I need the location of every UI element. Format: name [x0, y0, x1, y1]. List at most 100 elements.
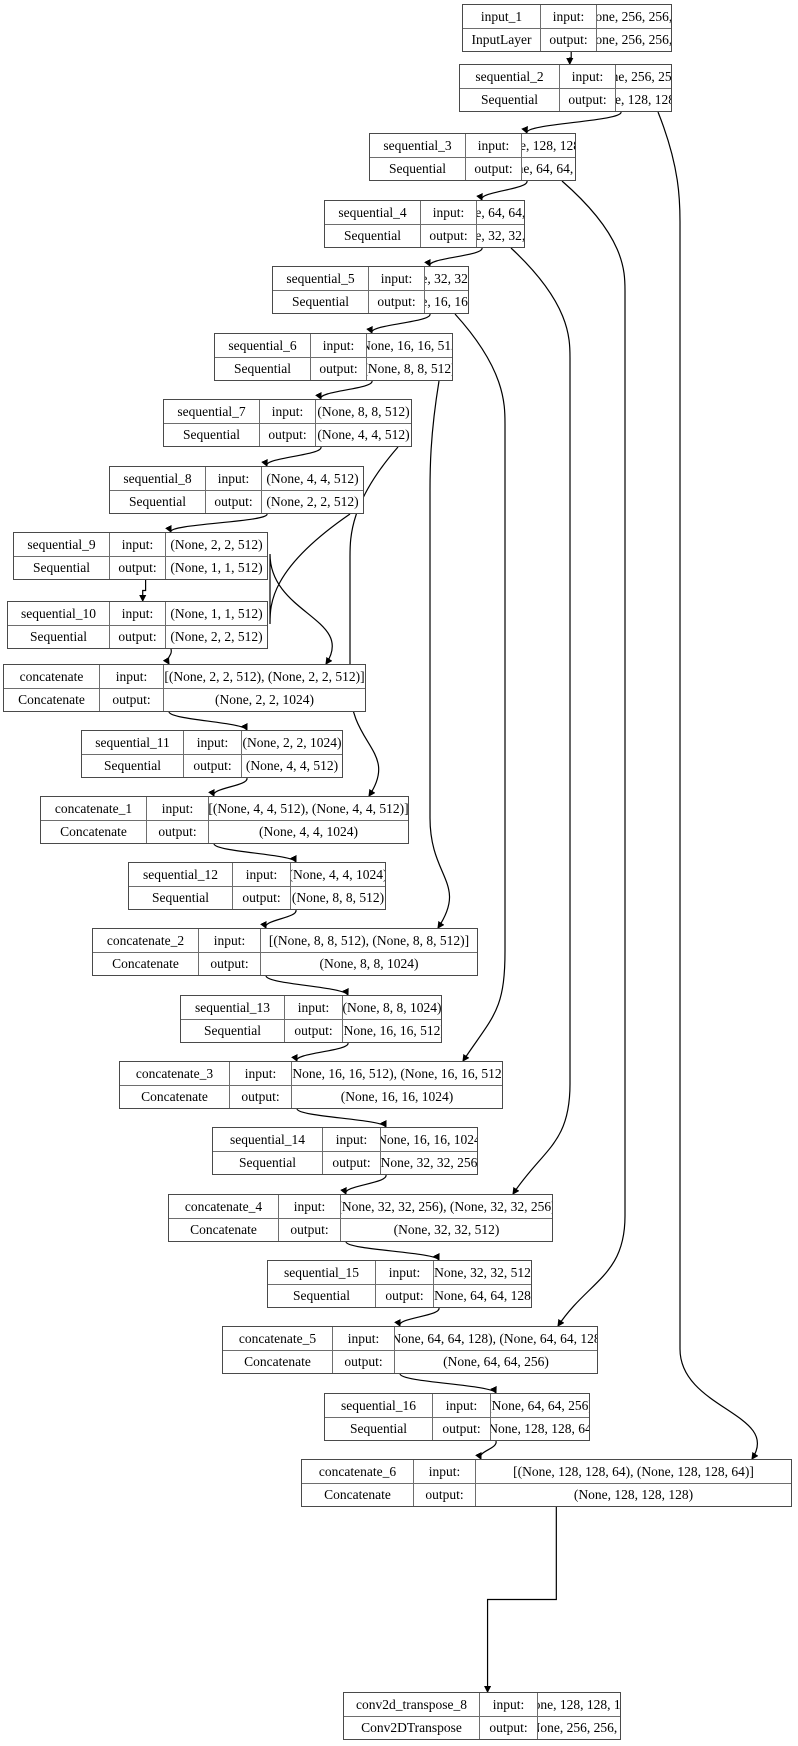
- layer-name: sequential_15: [268, 1261, 376, 1284]
- layer-name: sequential_12: [129, 863, 233, 886]
- input-label: input:: [433, 1394, 491, 1417]
- layer-class-name: Sequential: [215, 357, 311, 380]
- edge-sequential_6-to-sequential_7: [315, 380, 373, 400]
- edge-concatenate_6-to-conv2d_transpose_8: [483, 1507, 557, 1694]
- layer-class-name: Concatenate: [223, 1350, 333, 1373]
- edge-sequential_2-to-sequential_3: [521, 111, 622, 134]
- input-shape-value: (None, 2, 2, 1024): [242, 734, 342, 750]
- layer-name: concatenate_6: [302, 1460, 414, 1483]
- output-shape-value: (None, 8, 8, 512): [367, 361, 452, 376]
- output-shape-value: (None, 1, 1, 512): [170, 560, 263, 575]
- layer-class-name: Sequential: [82, 754, 184, 777]
- edge-sequential_7-to-sequential_8: [261, 446, 322, 467]
- input-label: input:: [311, 334, 367, 357]
- input-shape-value: (None, 32, 32, 256): [425, 270, 468, 286]
- output-label: output:: [110, 625, 166, 648]
- layer-class-name: Concatenate: [169, 1218, 279, 1241]
- edge-sequential_14-to-concatenate_4: [340, 1174, 387, 1195]
- layer-class-name: Sequential: [460, 88, 560, 111]
- output-label: output:: [147, 820, 209, 843]
- output-label: output:: [285, 1019, 343, 1042]
- layer-class-name: Concatenate: [4, 688, 100, 711]
- layer-class-name: Sequential: [129, 886, 233, 909]
- output-shape-value: (None, 64, 64, 128): [522, 161, 575, 176]
- input-label: input:: [279, 1195, 341, 1218]
- input-shape-value: (None, 256, 256, 3): [616, 68, 671, 84]
- layer-class-name: InputLayer: [463, 28, 541, 51]
- layer-class-name: Concatenate: [302, 1483, 414, 1506]
- input-shape-value: [(None, 2, 2, 512), (None, 2, 2, 512)]: [164, 668, 365, 684]
- input-shape-value: [(None, 8, 8, 512), (None, 8, 8, 512)]: [268, 932, 470, 948]
- edge-concatenate_4-to-sequential_15: [345, 1241, 440, 1261]
- output-label: output:: [184, 754, 242, 777]
- layer-name: concatenate_5: [223, 1327, 333, 1350]
- layer-name: sequential_2: [460, 65, 560, 88]
- output-label: output:: [100, 688, 164, 711]
- layer-class-name: Sequential: [325, 1417, 433, 1440]
- input-label: input:: [184, 731, 242, 754]
- input-label: input:: [100, 665, 164, 688]
- layer-class-name: Sequential: [325, 224, 421, 247]
- input-shape-value: [(None, 128, 128, 64), (None, 128, 128, …: [513, 1463, 754, 1479]
- layer-name: sequential_9: [14, 533, 110, 556]
- edge-concatenate_3-to-sequential_14: [296, 1108, 387, 1128]
- layer-class-name: Sequential: [14, 556, 110, 579]
- output-shape-value: (None, 128, 128, 128): [573, 1487, 694, 1502]
- layer-name: sequential_11: [82, 731, 184, 754]
- output-shape-value: (None, 32, 32, 256): [381, 1155, 477, 1170]
- output-label: output:: [311, 357, 367, 380]
- input-label: input:: [233, 863, 291, 886]
- input-shape-value: (None, 16, 16, 1024): [381, 1131, 477, 1147]
- input-label: input:: [206, 467, 262, 490]
- layer-class-name: Sequential: [273, 290, 369, 313]
- edge-concatenate-to-sequential_11: [168, 711, 248, 731]
- output-shape-value: (None, 4, 4, 1024): [259, 824, 358, 839]
- input-label: input:: [323, 1128, 381, 1151]
- edge-sequential_12-to-concatenate_2: [260, 909, 297, 929]
- edge-concatenate_1-to-sequential_12: [213, 843, 297, 863]
